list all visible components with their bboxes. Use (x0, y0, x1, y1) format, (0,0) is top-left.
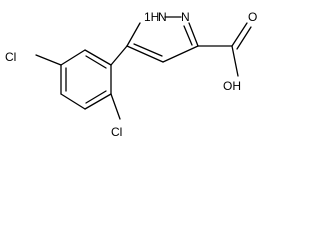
bond-c-o-double (236, 26, 252, 50)
bond-inner-c3-c4 (85, 90, 107, 104)
bond-c3-cl (110, 93, 121, 120)
bond-c6-cl (35, 54, 62, 66)
bond-c-o (231, 22, 248, 47)
bond-c6-c1 (60, 49, 86, 66)
structure-diagram: 1H N N Cl Cl OH O (5, 10, 257, 139)
atom-label-o: O (248, 10, 257, 24)
bond-inner-c1-c2 (85, 55, 107, 69)
bond-c3pz-c4pz (162, 45, 199, 63)
bond-c4pz-c5pz-double (133, 43, 163, 57)
bond-n2-c3pz (188, 22, 199, 47)
bond-c5pz-n1 (126, 22, 141, 47)
bond-n2-c3pz-double (183, 25, 193, 46)
atom-label-oh: OH (223, 79, 241, 93)
bond-c4-c5 (60, 93, 86, 110)
molecule-svg: 1H N N Cl Cl OH O (5, 10, 257, 139)
bond-c2-c5pz (110, 45, 128, 66)
atom-label-n: N (181, 10, 190, 24)
bond-c-oh (231, 45, 239, 77)
atom-label-nh: 1H (144, 10, 159, 24)
atom-label-n-h: N (158, 10, 167, 24)
bond-c4pz-c5pz (126, 45, 164, 63)
bond-c3-c4 (84, 93, 112, 110)
bond-c1-c2 (84, 49, 112, 66)
atom-label-cl-bottom: Cl (111, 125, 122, 139)
atom-label-cl-left: Cl (5, 50, 16, 64)
